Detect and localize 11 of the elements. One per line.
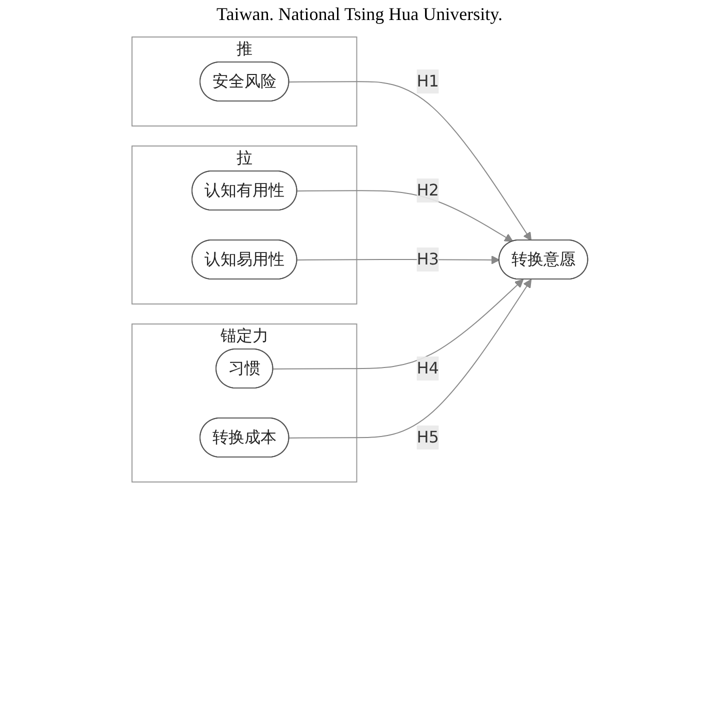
edge-label: H2	[416, 180, 439, 200]
note-text: Taiwan. National Tsing Hua University.	[216, 4, 504, 25]
arrow	[296, 256, 500, 264]
edge-label: H5	[416, 427, 439, 446]
edge-label: H4	[416, 358, 439, 378]
arrow	[288, 279, 532, 438]
arrow	[296, 190, 513, 242]
edge-label: H3	[416, 249, 439, 268]
edge-label: H1	[416, 72, 439, 90]
arrow	[272, 279, 524, 370]
arrow	[288, 81, 532, 241]
